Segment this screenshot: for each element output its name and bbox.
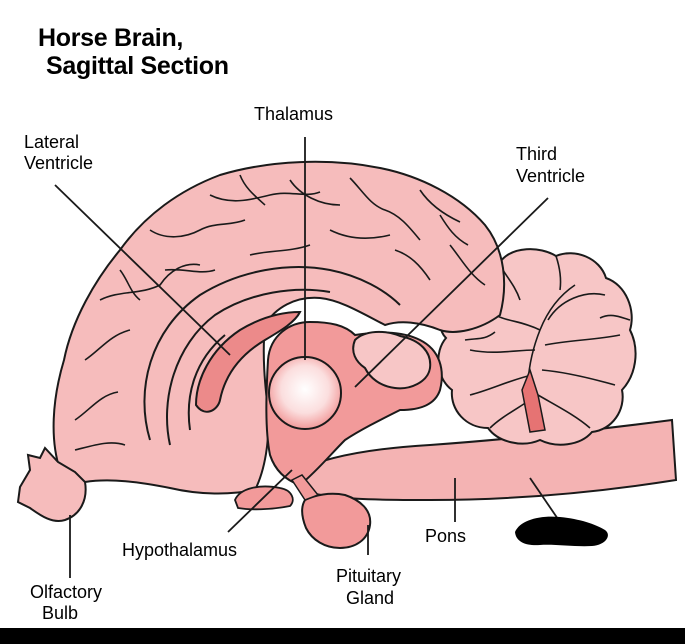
pointer-hypothalamus: [227, 469, 293, 533]
label-olfactory-line1: Olfactory: [30, 582, 103, 602]
label-third-ventricle-line2: Ventricle: [516, 166, 586, 186]
label-lateral-ventricle-line2: Ventricle: [24, 153, 94, 173]
pointer-lateral-ventricle: [54, 184, 231, 356]
redaction-mark: [515, 516, 608, 547]
label-lateral-ventricle-line1: Lateral: [24, 132, 80, 152]
diagram-title-line2: Sagittal Section: [46, 52, 229, 80]
pointer-medulla: [529, 477, 561, 523]
lateral-ventricle-shape: [194, 310, 302, 413]
midbrain-shape: [352, 330, 432, 390]
label-pituitary-line2: Gland: [346, 588, 395, 608]
label-pointers: [54, 137, 561, 578]
pituitary-stalk-shape: [290, 474, 320, 501]
label-hypothalamus: Hypothalamus: [122, 540, 238, 560]
pituitary-gland-shape: [301, 492, 372, 550]
label-pons: Pons: [425, 526, 467, 546]
diagram-title-line1: Horse Brain,: [38, 24, 184, 52]
corpus-callosum: [143, 266, 401, 446]
fourth-ventricle-shape: [521, 367, 546, 433]
cortex-gyri: [74, 174, 486, 451]
label-thalamus: Thalamus: [254, 104, 334, 124]
olfactory-bulb-shape: [16, 446, 87, 522]
thalamus-sphere: [268, 356, 342, 430]
pointer-third-ventricle: [354, 197, 549, 388]
bottom-black-bar: [0, 628, 685, 644]
label-third-ventricle-line1: Third: [516, 144, 558, 164]
label-olfactory-line2: Bulb: [42, 603, 79, 623]
label-pituitary-line1: Pituitary: [336, 566, 402, 586]
